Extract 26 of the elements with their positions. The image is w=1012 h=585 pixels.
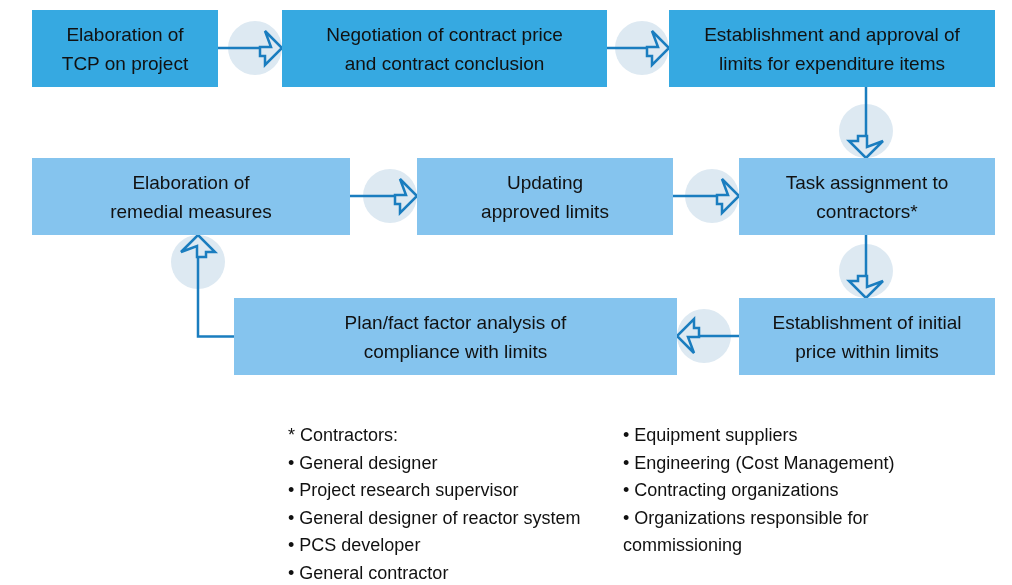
step-label: Establishment of initial price within limits (771, 310, 963, 364)
process-box (669, 10, 995, 87)
process-box (417, 158, 673, 235)
process-box (282, 10, 607, 87)
footnote-item: • General designer (288, 451, 438, 475)
process-box (234, 298, 677, 375)
footnote-item: • General contractor (288, 561, 449, 585)
footnote-item: • Organizations responsible for commissioning (623, 506, 870, 557)
step-label: Plan/fact factor analysis of compliance with limits (343, 310, 568, 364)
step-label: Establishment and approval of limits for expenditure items (703, 22, 961, 76)
footnote-item: • Engineering (Cost Management) (623, 451, 895, 475)
process-box (739, 158, 995, 235)
footnote-heading: * Contractors: (288, 424, 399, 447)
step-label: Task assignment to contractors* (784, 170, 950, 224)
footnote-item: • Equipment suppliers (623, 424, 798, 447)
process-box (32, 158, 350, 235)
step-label: Elaboration of TCP on project (60, 22, 190, 76)
step-label: Negotiation of contract price and contract conclusion (325, 22, 564, 76)
step-label: Elaboration of remedial measures (109, 170, 273, 224)
footnote-item: • Contracting organizations (623, 479, 839, 502)
process-box (739, 298, 995, 375)
footnote-item: • PCS developer (288, 534, 421, 557)
process-box (32, 10, 218, 87)
footnote-item: • Project research supervisor (288, 479, 519, 502)
step-label: Updating approved limits (480, 170, 610, 224)
footnote-item: • General designer of reactor system (288, 506, 581, 530)
